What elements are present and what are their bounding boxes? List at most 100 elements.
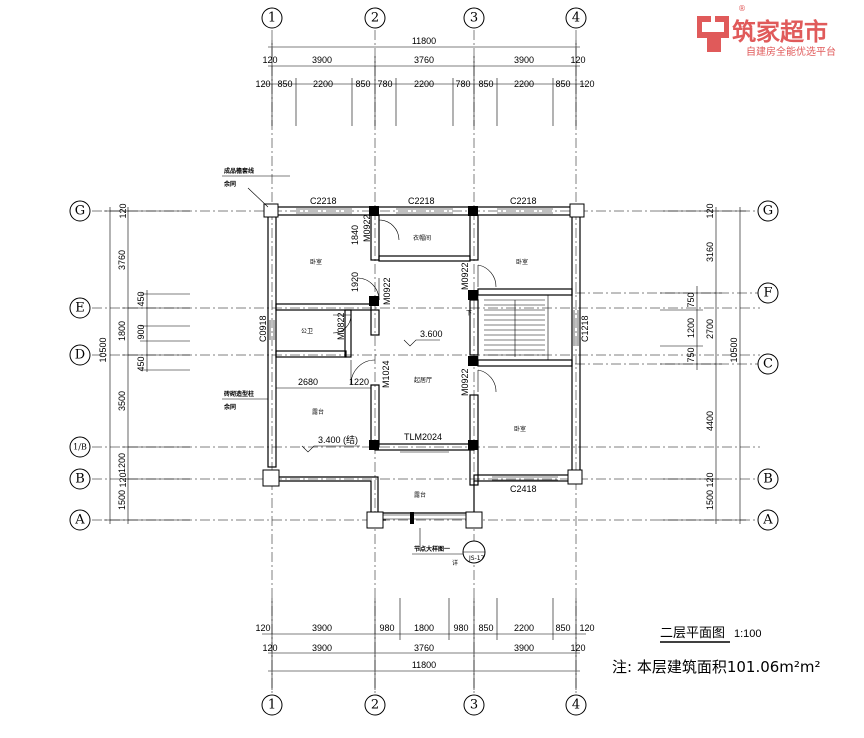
- axis-label: 3: [470, 11, 478, 26]
- dim-text: 780: [377, 79, 392, 89]
- dim-text: 980: [453, 623, 468, 633]
- stair-direction: 下: [466, 310, 472, 317]
- room-terrace-west: 露台: [312, 408, 324, 416]
- dim-text: 850: [555, 623, 570, 633]
- note-pillar-b: 余同: [223, 403, 236, 411]
- dim-text: 1840: [350, 225, 360, 245]
- room-living: 起居厅: [414, 376, 432, 384]
- dim-total-bottom: 11800: [412, 660, 436, 670]
- axis-label: 2: [371, 698, 379, 713]
- dim-text: 850: [555, 79, 570, 89]
- axis-label: F: [763, 286, 772, 301]
- window-label: C2418: [510, 484, 537, 494]
- grid-lines: [92, 30, 760, 700]
- axis-bubbles-right: G F C B A: [757, 200, 779, 531]
- axis-label: G: [763, 204, 773, 219]
- axis-label: 2: [371, 11, 379, 26]
- dim-text: 120: [570, 643, 585, 653]
- dim-text: 3760: [414, 55, 434, 65]
- room-bathroom: 公卫: [301, 328, 313, 335]
- dimensions-right: 10500 3160 2700 4400 1500 120 750 1200 7…: [660, 203, 746, 524]
- axis-bubbles-top: 1 2 3 4: [261, 7, 587, 29]
- window-label: C2218: [310, 196, 337, 206]
- axis-label: 1: [268, 11, 276, 26]
- dim-text: 450: [136, 356, 146, 371]
- dim-text: 850: [277, 79, 292, 89]
- note-detail-sub: 详: [452, 559, 458, 567]
- title-scale: 1:100: [734, 628, 762, 640]
- dim-total-right: 10500: [729, 337, 739, 362]
- dimensions-top: 11800 120 3900 3760 3900 120 120 850 220…: [255, 36, 595, 126]
- dim-text: 2200: [514, 623, 534, 633]
- interior-dimensions: 1840 1920 2680 1220: [276, 225, 371, 389]
- dim-text: 2700: [705, 319, 715, 339]
- level-marks: 3.600 3.400 (结): [301, 329, 443, 453]
- dim-total-top: 11800: [412, 36, 436, 46]
- note-detail-sheet: JS-17: [468, 555, 485, 562]
- dim-text: 120: [255, 623, 270, 633]
- axis-label: 1/B: [73, 443, 87, 452]
- dim-text: 1500: [705, 490, 715, 510]
- axis-label: B: [763, 472, 773, 487]
- dim-text: 1200: [117, 453, 127, 473]
- door-label: M0922: [382, 277, 392, 305]
- dim-text: 1800: [117, 321, 127, 341]
- logo-registered-mark: ®: [738, 4, 746, 13]
- windows: [269, 208, 579, 524]
- logo-tagline: 自建房全能优选平台: [746, 45, 836, 58]
- dim-text: 850: [478, 623, 493, 633]
- opening-labels: C2218 C2218 C2218 C1218 C2418 C0918 M092…: [258, 196, 590, 494]
- dim-text: 120: [255, 79, 270, 89]
- room-labels: 卧室 衣帽间 卧室 公卫 起居厅 露台 卧室 露台: [301, 234, 528, 499]
- logo-name: 筑家超市: [732, 18, 828, 46]
- columns: [262, 203, 585, 529]
- door-label: M0822: [336, 312, 346, 340]
- room-bedroom-se: 卧室: [514, 425, 526, 433]
- dim-text: 3900: [312, 643, 332, 653]
- note-trim-b: 余同: [223, 180, 236, 188]
- dim-total-left: 10500: [98, 337, 108, 362]
- dim-text: 1220: [349, 377, 369, 387]
- stairs: [477, 294, 549, 361]
- walls: [267, 206, 581, 521]
- dim-text: 3760: [117, 250, 127, 270]
- dim-text: 120: [570, 55, 585, 65]
- dim-text: 120: [262, 643, 277, 653]
- dim-text: 3900: [514, 55, 534, 65]
- drawing-title: 二层平面图 1:100 注: 本层建筑面积101.06m²m²: [612, 626, 821, 676]
- annotation-notes: 成品檐套线 余同 砖砌造型柱 余同 节点大样图一 JS-17 详 下: [222, 167, 486, 567]
- dimensions-bottom: 120 3900 980 1800 980 850 2200 850 120 1…: [255, 598, 595, 690]
- window-label: C2218: [408, 196, 435, 206]
- dim-text: 3900: [312, 623, 332, 633]
- dim-text: 450: [136, 291, 146, 306]
- dim-text: 3500: [117, 391, 127, 411]
- level-floor: 3.600: [420, 329, 443, 339]
- dim-text: 3900: [514, 643, 534, 653]
- brand-logo: 筑家超市 ® 自建房全能优选平台: [697, 4, 836, 58]
- door-label: M0922: [460, 262, 470, 290]
- dim-text: 1500: [117, 490, 127, 510]
- dim-text: 120: [579, 623, 594, 633]
- dim-text: 2200: [514, 79, 534, 89]
- note-pillar-a: 砖砌造型柱: [224, 390, 254, 398]
- dim-text: 3900: [312, 55, 332, 65]
- axis-label: G: [75, 204, 85, 219]
- dim-text: 1800: [414, 623, 434, 633]
- dim-text: 1920: [350, 272, 360, 292]
- logo-mark-icon: [697, 16, 729, 52]
- dimensions-left: 10500 3760 1800 3500 1200 1500 120 450 9…: [98, 203, 190, 524]
- dim-text: 3760: [414, 643, 434, 653]
- dim-text: 1200: [686, 318, 696, 338]
- axis-bubbles-left: G E D 1/B B A: [69, 200, 91, 531]
- axis-label: 1: [268, 698, 276, 713]
- window-label: C1218: [580, 315, 590, 342]
- door-label: M1024: [381, 360, 391, 388]
- dim-text: 750: [686, 347, 696, 362]
- dim-text: 120: [579, 79, 594, 89]
- axis-label: B: [75, 472, 85, 487]
- dim-text: 2200: [313, 79, 333, 89]
- axis-label: E: [75, 301, 85, 316]
- room-closet: 衣帽间: [413, 234, 431, 242]
- dim-text: 2200: [414, 79, 434, 89]
